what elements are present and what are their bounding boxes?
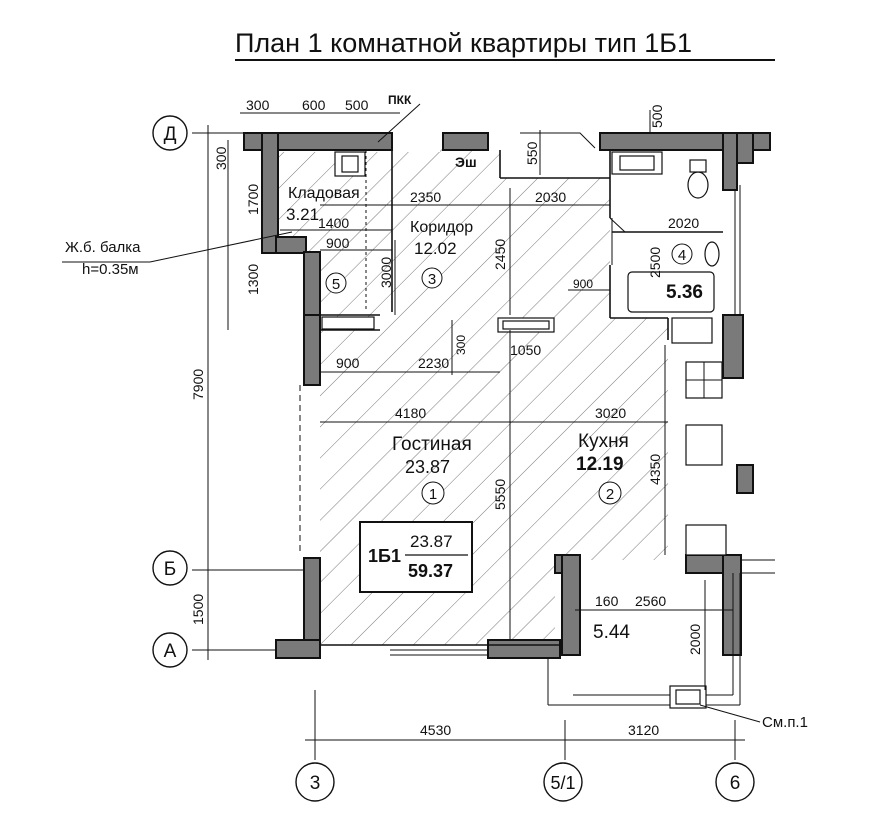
plan-title: План 1 комнатной квартиры тип 1Б1 <box>235 28 692 58</box>
living-area: 23.87 <box>405 457 450 477</box>
storage-number: 5 <box>325 272 347 294</box>
axis-marker-d: Д <box>152 115 188 151</box>
bath-number: 4 <box>671 243 693 265</box>
dimension-lines <box>280 130 733 690</box>
svg-text:4: 4 <box>678 247 686 264</box>
label-pkk: ПКК <box>388 93 412 107</box>
smp-label: См.п.1 <box>762 714 808 731</box>
beam-label: Ж.б. балка <box>65 239 141 256</box>
dim-1500: 1500 <box>190 594 206 625</box>
dim-2030: 2030 <box>535 189 566 205</box>
dim-900-living: 900 <box>336 355 360 371</box>
svg-text:3: 3 <box>428 271 436 288</box>
axis-marker-b: Б <box>152 550 188 586</box>
svg-text:Д: Д <box>164 124 177 145</box>
dim-3020: 3020 <box>595 405 626 421</box>
storage-name: Кладовая <box>288 185 360 202</box>
smp-leader <box>699 704 761 723</box>
loggia-area: 5.44 <box>593 622 630 643</box>
fixtures <box>334 151 727 709</box>
grid-axes <box>192 110 745 760</box>
axis-marker-a: А <box>152 632 188 668</box>
dim-600-top: 600 <box>302 97 326 113</box>
sink-icon <box>704 241 720 267</box>
dim-2500: 2500 <box>647 247 663 278</box>
dim-7900: 7900 <box>190 369 206 400</box>
dim-500-right: 500 <box>649 104 665 128</box>
dim-160: 160 <box>595 593 619 609</box>
toilet-icon <box>687 171 709 199</box>
bathtub-icon <box>627 271 715 313</box>
dim-2000: 2000 <box>687 624 703 655</box>
summary-total-area: 59.37 <box>408 561 453 581</box>
kitchen-number: 2 <box>598 481 622 505</box>
summary-living-area: 23.87 <box>410 532 453 551</box>
dim-500-top: 500 <box>345 97 369 113</box>
beam-leader <box>149 231 293 263</box>
dim-2450: 2450 <box>492 239 508 270</box>
svg-text:6: 6 <box>730 773 741 794</box>
svg-text:5/1: 5/1 <box>550 773 575 793</box>
living-number: 1 <box>421 481 445 505</box>
dim-1300: 1300 <box>245 264 261 295</box>
svg-text:Б: Б <box>164 559 176 580</box>
dim-3120: 3120 <box>628 722 659 738</box>
pkk-leader <box>377 103 421 143</box>
dim-1700: 1700 <box>245 184 261 215</box>
hatch-corridor-living-kitchen <box>320 142 668 645</box>
svg-text:2: 2 <box>606 486 614 503</box>
dim-900-storage: 900 <box>326 235 350 251</box>
axis-marker-5-1: 5/1 <box>543 762 583 802</box>
bath-area: 5.36 <box>666 282 703 303</box>
dim-2230: 2230 <box>418 355 449 371</box>
svg-text:1: 1 <box>429 486 437 503</box>
dim-2560: 2560 <box>635 593 666 609</box>
label-esh: Эш <box>455 154 477 170</box>
dim-300-column: 300 <box>454 335 468 355</box>
kitchen-name: Кухня <box>578 431 629 452</box>
svg-text:5: 5 <box>332 276 340 293</box>
storage-area: 3.21 <box>286 205 319 224</box>
dim-900-bath: 900 <box>573 277 593 291</box>
axis-marker-3: 3 <box>295 762 335 802</box>
dim-5550: 5550 <box>492 479 508 510</box>
svg-text:3: 3 <box>310 773 321 794</box>
dim-300-left: 300 <box>213 146 229 170</box>
living-name: Гостиная <box>392 434 472 455</box>
dim-550: 550 <box>524 141 540 165</box>
dim-4530: 4530 <box>420 722 451 738</box>
corridor-area: 12.02 <box>414 239 457 258</box>
beam-height-label: h=0.35м <box>82 261 139 278</box>
dim-2350: 2350 <box>410 189 441 205</box>
dim-4350: 4350 <box>647 454 663 485</box>
corridor-name: Коридор <box>410 219 473 236</box>
dim-2020: 2020 <box>668 215 699 231</box>
summary-type: 1Б1 <box>368 546 401 566</box>
dim-3000: 3000 <box>378 257 394 288</box>
apartment-summary-box: 1Б1 23.87 59.37 <box>359 521 473 593</box>
dim-1400: 1400 <box>318 215 349 231</box>
dim-300-top: 300 <box>246 97 270 113</box>
axis-marker-6: 6 <box>715 762 755 802</box>
kitchen-area: 12.19 <box>576 454 624 475</box>
svg-text:А: А <box>164 641 177 662</box>
dim-4180: 4180 <box>395 405 426 421</box>
dim-1050: 1050 <box>510 342 541 358</box>
corridor-number: 3 <box>421 267 443 289</box>
hatch-storage <box>276 152 392 315</box>
